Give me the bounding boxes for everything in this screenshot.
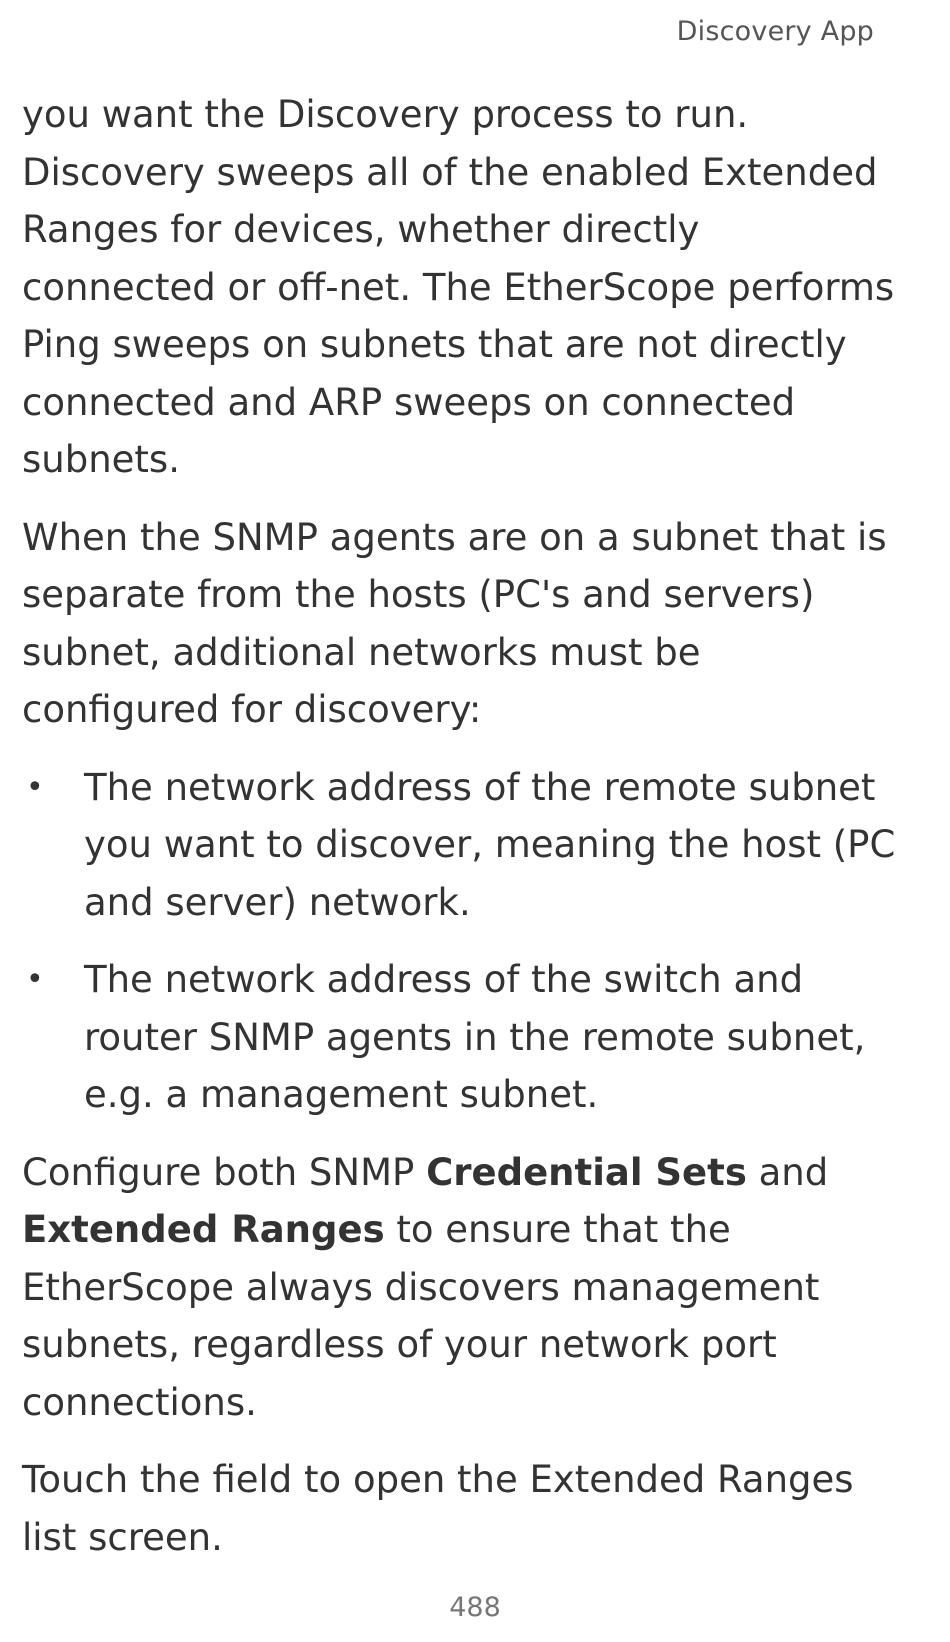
paragraph-discovery-sweeps: you want the Discovery process to run. D… — [22, 93, 895, 481]
text-segment: Configure both SNMP — [22, 1150, 427, 1194]
text-segment: and — [746, 1150, 829, 1194]
paragraph-snmp-agents: When the SNMP agents are on a subnet tha… — [22, 515, 887, 732]
list-item-text: The network address of the switch and ro… — [84, 958, 866, 1116]
bullet-list: • The network address of the remote subn… — [22, 759, 902, 1124]
term-extended-ranges: Extended Ranges — [22, 1208, 385, 1251]
running-header: Discovery App — [676, 16, 874, 47]
paragraph-configure-both: Configure both SNMP Credential Sets and … — [22, 1144, 902, 1432]
paragraph-touch-field: Touch the field to open the Extended Ran… — [22, 1458, 854, 1559]
bullet-icon: • — [26, 962, 44, 997]
term-credential-sets: Credential Sets — [426, 1150, 747, 1194]
bullet-icon: • — [26, 769, 44, 805]
text-segment: to ensure that the EtherScope always dis… — [22, 1208, 820, 1424]
list-item-text: The network address of the remote subnet… — [84, 765, 896, 924]
list-item: • The network address of the remote subn… — [22, 759, 902, 932]
page-number: 488 — [449, 1592, 501, 1623]
document-body: you want the Discovery process to run. D… — [22, 86, 902, 1586]
list-item: • The network address of the switch and … — [22, 951, 902, 1124]
